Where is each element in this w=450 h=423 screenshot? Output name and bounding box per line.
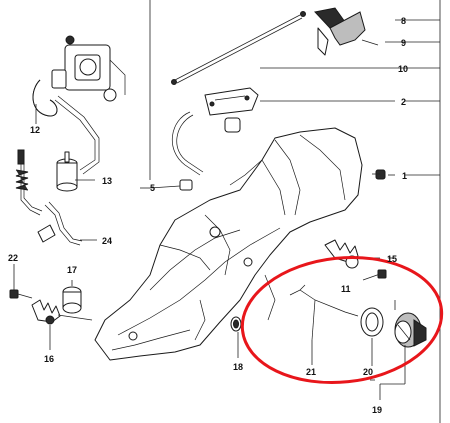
fuel-filter-13	[56, 151, 78, 192]
spring-16	[31, 299, 93, 325]
callout-18: 18	[233, 362, 243, 372]
pin-9	[361, 39, 379, 46]
callout-17: 17	[67, 265, 77, 275]
callout-13: 13	[102, 176, 112, 186]
plug-18	[230, 316, 242, 332]
callout-1: 1	[402, 171, 407, 181]
lever-8	[314, 7, 366, 56]
screw-11	[362, 269, 387, 281]
fuel-hose-12	[32, 79, 100, 175]
callout-20: 20	[363, 367, 373, 377]
highlight-ellipse	[240, 255, 444, 385]
spring-15	[324, 239, 359, 269]
hose-24	[37, 201, 83, 246]
fuel-pickup-hose	[15, 149, 43, 216]
leader-lines	[13, 19, 440, 400]
callout-5: 5	[150, 183, 155, 193]
rod-10	[171, 11, 306, 85]
impulse-hose-5	[171, 111, 241, 191]
wire-pin-21	[289, 284, 359, 341]
callout-11: 11	[341, 284, 351, 294]
callout-12: 12	[30, 125, 40, 135]
screw-22	[9, 289, 33, 299]
callout-24: 24	[102, 236, 112, 246]
callout-15: 15	[387, 254, 397, 264]
cap-19	[394, 312, 427, 348]
callout-8: 8	[401, 16, 406, 26]
body-boss-3	[128, 331, 138, 341]
callout-10: 10	[398, 64, 408, 74]
carburetor	[51, 35, 126, 102]
crankcase-body	[94, 127, 363, 361]
callout-16: 16	[44, 354, 54, 364]
callout-22: 22	[8, 253, 18, 263]
screw-1	[372, 169, 386, 180]
body-boss-1	[209, 226, 221, 238]
callout-2: 2	[401, 97, 406, 107]
washer-20	[360, 307, 384, 337]
callout-21: 21	[306, 367, 316, 377]
buffer-17	[62, 286, 82, 314]
body-boss-2	[243, 257, 253, 267]
callout-19: 19	[372, 405, 382, 415]
callout-9: 9	[401, 38, 406, 48]
bracket-2	[204, 87, 259, 116]
